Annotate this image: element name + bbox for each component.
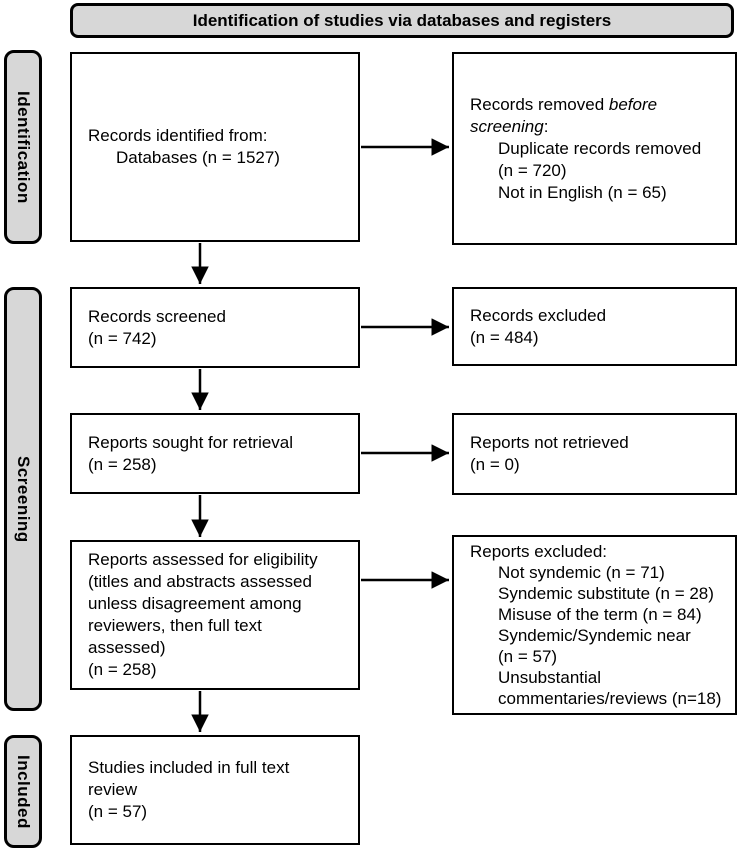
box-line: (n = 742)	[88, 328, 157, 348]
stage-label-screening-text: Screening	[14, 455, 33, 543]
box-line: Records screened	[88, 306, 226, 326]
box-heading: Records removed before screening:	[470, 94, 685, 138]
records-identified-box: Records identified from: Databases (n = …	[70, 52, 360, 242]
studies-included-box: Studies included in full text review (n …	[70, 735, 360, 845]
box-line: (n = 258)	[88, 660, 157, 679]
box-line: Syndemic/Syndemic near	[498, 626, 691, 645]
banner: Identification of studies via databases …	[70, 3, 734, 38]
box-line: Reports sought for retrieval	[88, 432, 294, 452]
box-line: Not syndemic (n = 71)	[498, 563, 665, 582]
box-line: Syndemic substitute (n = 28)	[498, 584, 714, 603]
box-line: assessed)	[88, 638, 166, 657]
reports-excluded-box: Reports excluded: Not syndemic (n = 71) …	[452, 535, 737, 715]
box-line: (n = 258)	[88, 454, 157, 474]
stage-label-identification-text: Identification	[14, 90, 33, 204]
box-line: Records identified from:	[88, 126, 268, 145]
box-line: (n = 57)	[498, 647, 558, 666]
box-line: Duplicate records removed	[498, 138, 702, 158]
box-line: Unsubstantial	[498, 668, 602, 687]
box-line: Misuse of the term (n = 84)	[498, 605, 702, 624]
reports-assessed-box: Reports assessed for eligibility (titles…	[70, 540, 360, 690]
heading-colon: :	[543, 116, 549, 136]
box-heading: Reports excluded:	[470, 542, 608, 561]
box-line: Databases (n = 1527)	[116, 148, 280, 167]
records-removed-box: Records removed before screening: Duplic…	[452, 52, 737, 245]
box-line: reviewers, then full text	[88, 616, 262, 635]
box-line: commentaries/reviews (n=18)	[498, 689, 722, 708]
box-line: (n = 57)	[88, 802, 148, 821]
box-line: (n = 0)	[470, 455, 520, 474]
box-line: review	[88, 780, 138, 799]
reports-not-retrieved-box: Reports not retrieved (n = 0)	[452, 413, 737, 495]
stage-label-screening: Screening	[4, 287, 42, 711]
box-line: (n = 484)	[470, 327, 539, 347]
box-line: (titles and abstracts assessed	[88, 572, 312, 591]
box-line: Studies included in full text	[88, 758, 290, 777]
banner-title: Identification of studies via databases …	[192, 10, 612, 30]
box-line: Reports assessed for eligibility	[88, 550, 318, 569]
records-screened-box: Records screened (n = 742)	[70, 287, 360, 368]
heading-regular-text: Records removed	[470, 94, 609, 114]
box-line: Not in English (n = 65)	[498, 182, 667, 202]
stage-label-included: Included	[4, 735, 42, 848]
records-excluded-box: Records excluded (n = 484)	[452, 287, 737, 366]
reports-sought-box: Reports sought for retrieval (n = 258)	[70, 413, 360, 494]
box-line: Records excluded	[470, 305, 607, 325]
box-line: (n = 720)	[498, 160, 567, 180]
stage-label-identification: Identification	[4, 50, 42, 244]
box-line: Reports not retrieved	[470, 433, 629, 452]
box-line: unless disagreement among	[88, 594, 302, 613]
stage-label-included-text: Included	[14, 754, 33, 829]
heading-italic-text: before screening	[470, 94, 658, 136]
